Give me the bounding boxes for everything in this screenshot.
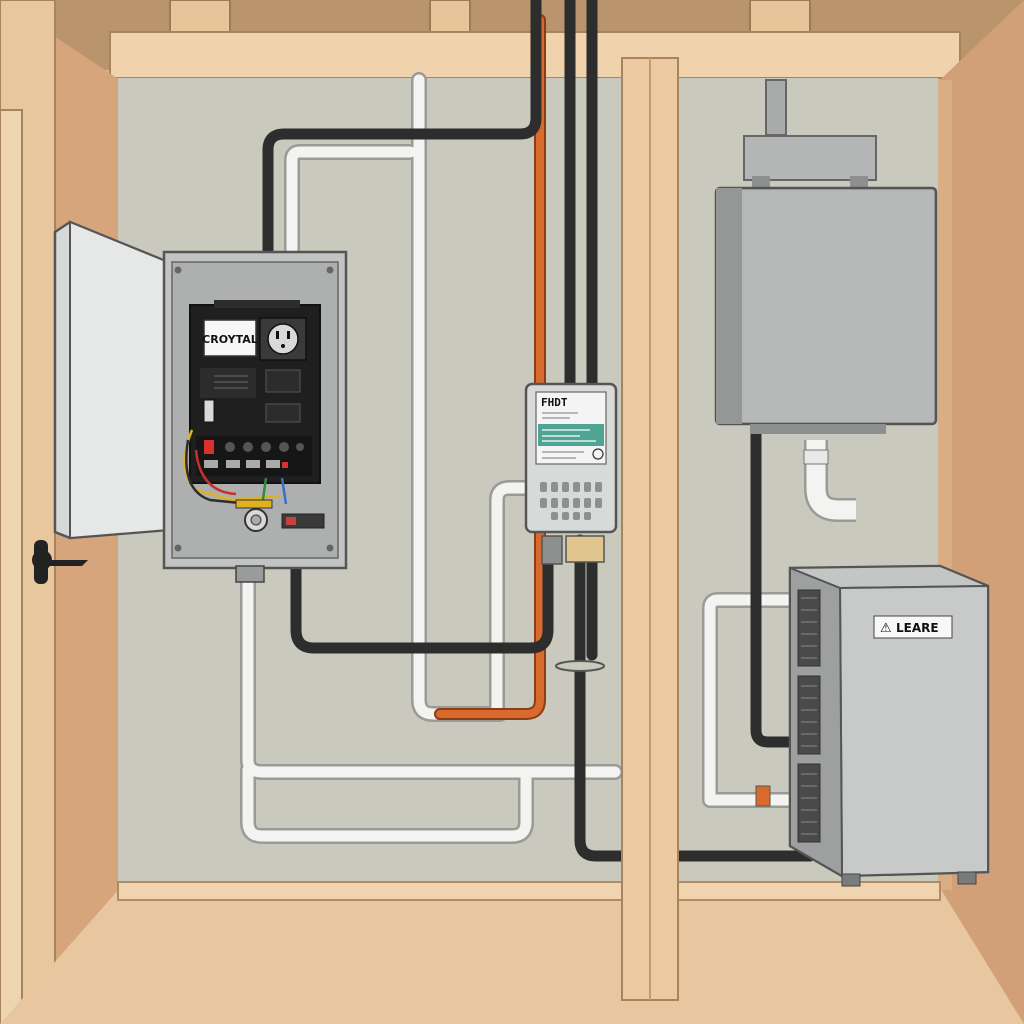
floor — [0, 881, 1024, 1024]
door-handle-icon[interactable] — [32, 540, 88, 584]
outlet-icon[interactable] — [259, 317, 307, 361]
black-line-floor — [574, 534, 816, 862]
boiler-flue — [765, 79, 787, 136]
panel-label-plate — [203, 319, 257, 357]
black-line-top — [262, 0, 542, 256]
breaker-switch-icon[interactable] — [204, 440, 214, 454]
breaker-row — [196, 436, 312, 476]
ceiling — [0, 0, 1024, 79]
controller-vent — [540, 482, 602, 520]
panel-wires — [183, 429, 288, 507]
breaker-switch-icon[interactable] — [265, 369, 301, 393]
black-line-boiler — [750, 424, 796, 748]
condenser-grill — [797, 589, 821, 843]
wood-post — [621, 57, 679, 1001]
gas-valve[interactable] — [565, 535, 605, 563]
black-line-panel-bottom — [290, 554, 554, 654]
panel-label: CROYTAL — [202, 333, 258, 346]
electrical-panel: CROYTAL — [53, 220, 348, 583]
controller-unit: FHDT — [524, 382, 618, 672]
breaker-switch-icon[interactable] — [265, 403, 301, 423]
warning-triangle-icon: ⚠ — [880, 621, 892, 636]
floor-plate — [117, 881, 941, 901]
boiler-unit — [714, 79, 938, 522]
breaker-switch-icon[interactable] — [203, 399, 215, 423]
panel-vent — [200, 368, 256, 398]
condenser-unit: ⚠ LEARE — [755, 564, 990, 887]
condenser-label: LEARE — [896, 621, 939, 635]
left-door — [0, 109, 23, 1024]
condenser-label-plate — [873, 615, 953, 639]
controller-label: FHDT — [541, 396, 568, 409]
